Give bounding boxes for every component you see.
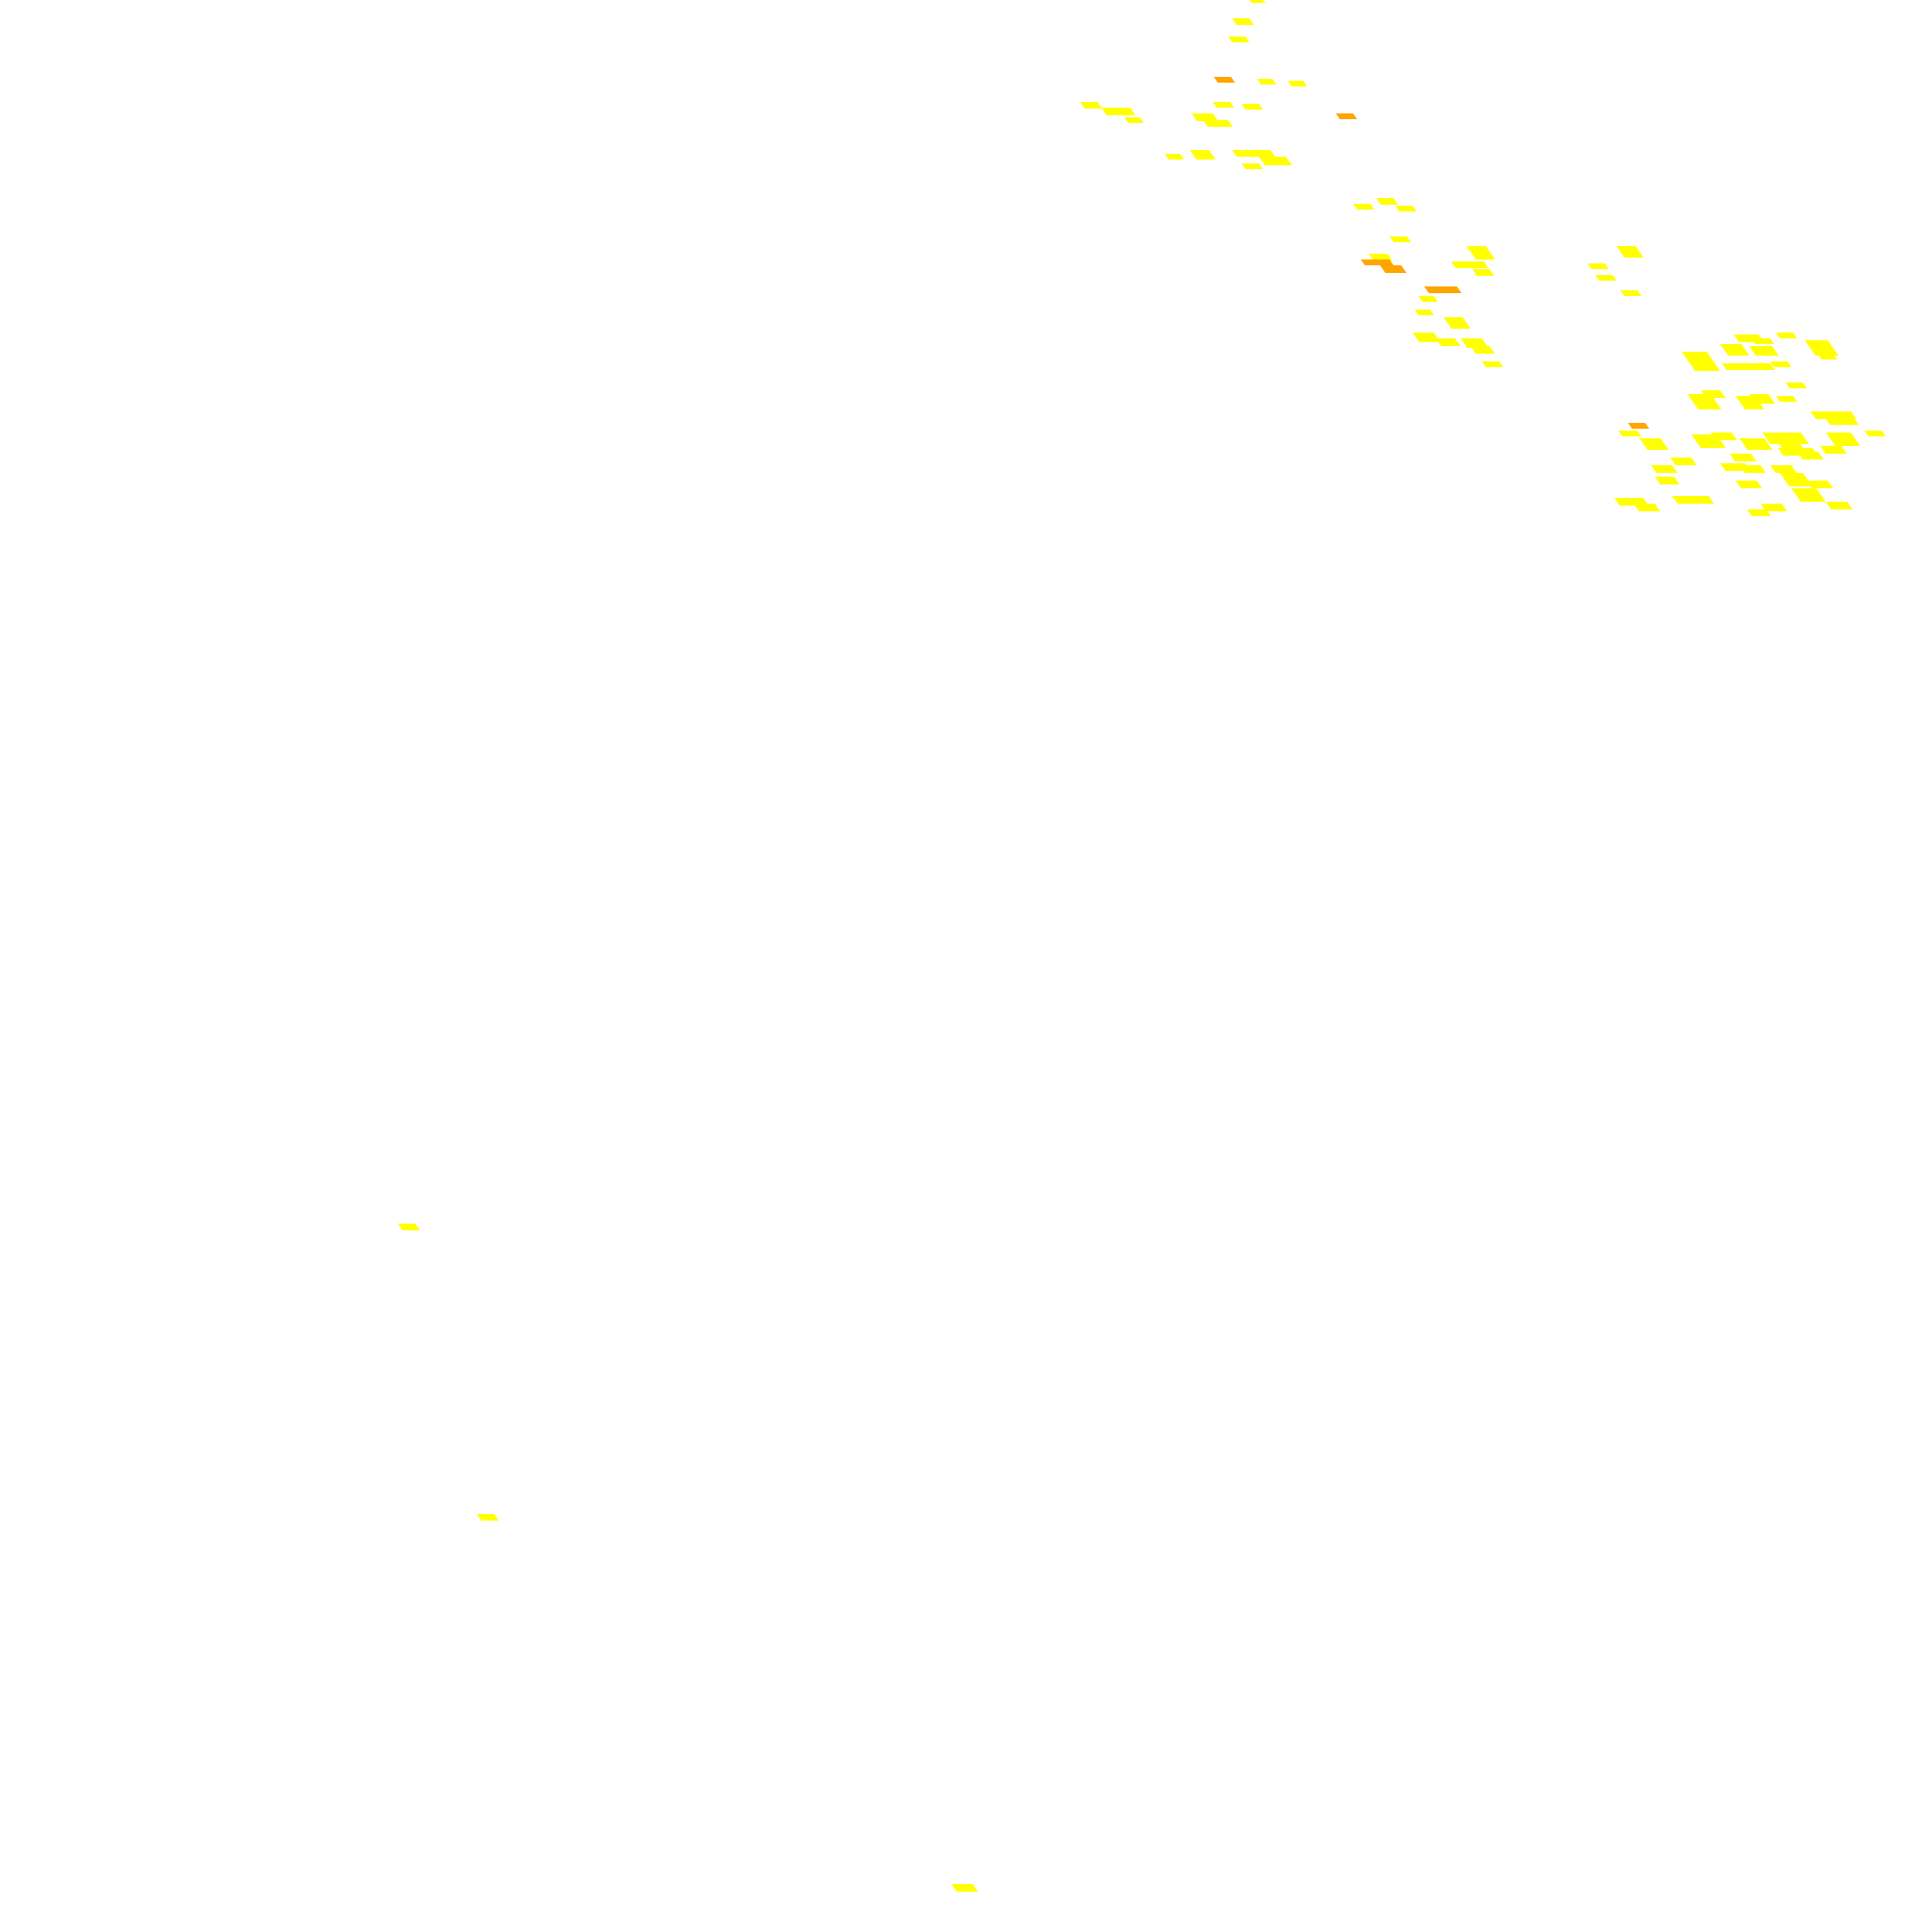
map-cell-low [1413,333,1441,342]
map-cell-low [1190,150,1216,160]
map-cell-low [1595,275,1617,281]
map-cell-low [1751,338,1775,344]
map-cell-high [1214,77,1236,83]
map-cell-low [1165,154,1185,160]
map-cell-low [1472,269,1494,276]
map-cell-high [1336,113,1358,119]
map-cell-low [1618,431,1642,436]
map-cell-low [1466,246,1495,260]
map-cell-low [1257,79,1277,85]
map-cell-low [1749,346,1779,356]
map-cell-low [1770,361,1792,367]
map-cell-low [1242,104,1264,110]
map-cell-low [1791,488,1826,502]
map-cell-low [1482,361,1504,367]
map-cell-low [1816,352,1837,359]
map-cell-low [477,1514,499,1521]
map-cell-low [1192,113,1219,121]
map-cell-low [1288,81,1308,87]
map-cell-low [1415,310,1435,315]
map-cell-low [1736,481,1762,488]
map-cell-low [1761,504,1787,511]
map-cell-low [1776,333,1798,338]
map-cell-low [1390,236,1412,242]
map-cell-low [1672,496,1714,504]
map-cell-low [1826,419,1860,425]
map-cell-low [1101,108,1136,115]
map-cell-low [1080,102,1102,109]
map-cell-low [1747,509,1771,516]
map-cell-low [1811,411,1857,419]
map-cell-low [1776,396,1798,402]
map-cell-high [1361,260,1394,265]
map-cell-low [1213,102,1235,108]
map-cell-low [1722,363,1775,370]
map-cell-low [398,1224,420,1230]
map-cell-low [1470,346,1495,354]
map-cell-low [1720,344,1750,356]
map-cell-low [1259,157,1293,165]
map-cell-low [1651,465,1678,473]
map-cell-low [1826,433,1860,446]
map-cell-low [1864,431,1886,436]
map-cell-low [1588,263,1610,269]
map-cell-low [1232,150,1275,157]
map-cell-low [1770,465,1797,473]
map-cell-low [1124,117,1145,123]
map-cell-low [1749,394,1775,404]
map-cell-low [1670,458,1697,465]
map-cell-low [1682,352,1720,371]
map-cell-high [1628,423,1650,429]
map-cell-low [1826,502,1853,509]
map-cell-low [1368,254,1392,260]
map-cell-low [1616,246,1644,258]
map-cell-low [1232,18,1254,25]
map-cell-low [1242,163,1264,169]
map-cell-low [1634,504,1661,511]
map-cell-low [1655,477,1680,484]
map-cell-low [1820,446,1847,454]
map-cell-low [1780,473,1812,486]
map-cell-low [951,1884,978,1892]
map-cell-low [1739,465,1766,473]
map-cell-low [1443,317,1471,329]
map-cell-low [1730,454,1757,461]
map-cell-low [1762,433,1810,444]
map-cell-low [1461,338,1489,348]
map-cell-low [1807,481,1834,488]
map-cell-high [1424,286,1462,293]
map-cells-layer [398,0,1886,1892]
map-cell-low [1418,296,1439,302]
map-cell-low [1249,0,1266,3]
map-cell-high [1380,265,1407,273]
map-cell-low [1620,290,1642,296]
map-cell-low [1353,204,1375,210]
map-cell-low [1203,120,1233,127]
map-cell-low [1451,261,1489,268]
map-cell-low [1739,438,1773,450]
map-cell-low [1639,438,1669,450]
map-cell-low [1376,198,1398,205]
map-cell-low [1395,206,1417,211]
map-cell-low [1701,390,1726,398]
map-cell-low [1711,433,1737,440]
map-cell-low [1786,383,1808,388]
map-cell-low [1228,37,1250,42]
map-cell-low [1797,452,1824,459]
map-cell-low [1436,338,1461,346]
